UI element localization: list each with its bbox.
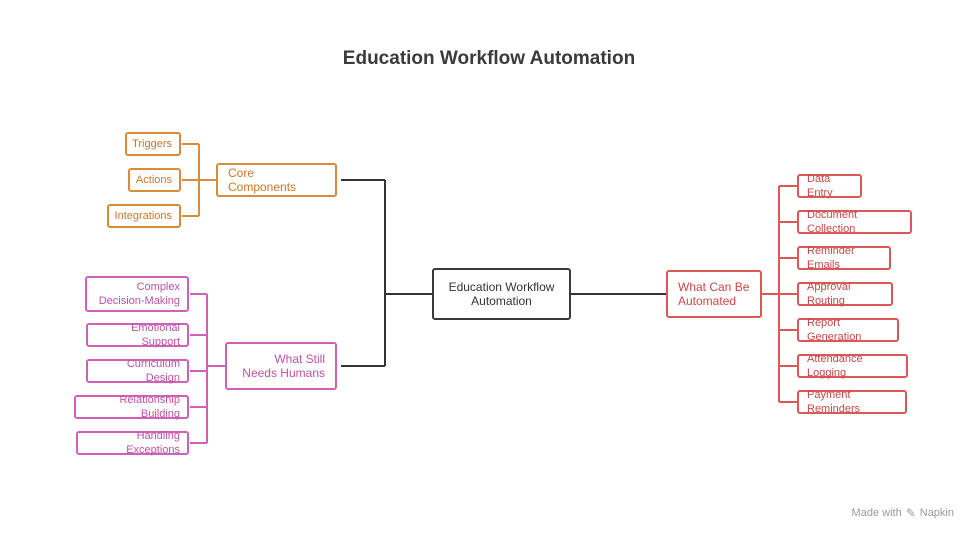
leaf-actions[interactable]: Actions: [128, 168, 181, 192]
leaf-label: Relationship Building: [119, 394, 180, 420]
leaf-integrations[interactable]: Integrations: [107, 204, 181, 228]
leaf-complex-decision-making[interactable]: Complex Decision-Making: [85, 276, 189, 312]
leaf-label: Emotional Support: [131, 322, 180, 348]
branch-can-be-automated[interactable]: What Can Be Automated: [666, 270, 762, 318]
leaf-label: Payment Reminders: [807, 389, 861, 415]
leaf-label: Approval Routing: [807, 281, 851, 307]
leaf-label: Actions: [135, 174, 172, 186]
branch-still-needs-humans-label: What Still Needs Humans: [242, 352, 325, 380]
leaf-label: Handling Exceptions: [126, 430, 180, 456]
connector-center-left: [341, 179, 432, 367]
leaf-triggers[interactable]: Triggers: [125, 132, 181, 156]
napkin-logo-icon: ✎: [905, 506, 916, 520]
watermark-text: Made with: [851, 507, 902, 519]
branch-core-components-label: Core Components: [228, 166, 297, 194]
leaf-label: Reminder Emails: [807, 245, 855, 271]
leaf-relationship-building[interactable]: Relationship Building: [74, 394, 189, 420]
branch-core-components[interactable]: Core Components: [216, 163, 337, 197]
leaf-attendance-logging[interactable]: Attendance Logging: [797, 353, 908, 379]
leaf-label: Report Generation: [807, 317, 862, 343]
leaf-reminder-emails[interactable]: Reminder Emails: [797, 245, 891, 271]
connector-still-needs-humans: [190, 293, 225, 444]
leaf-label: Triggers: [132, 138, 172, 150]
napkin-watermark[interactable]: Made with ✎ Napkin: [852, 506, 954, 520]
leaf-label: Data Entry: [807, 173, 833, 199]
leaf-label: Attendance Logging: [807, 353, 863, 379]
leaf-emotional-support[interactable]: Emotional Support: [86, 322, 189, 348]
leaf-label: Integrations: [114, 210, 172, 222]
connector-can-be-automated: [762, 185, 797, 403]
leaf-approval-routing[interactable]: Approval Routing: [797, 281, 893, 307]
leaf-label: Curriculum Design: [126, 358, 180, 384]
leaf-label: Complex Decision-Making: [98, 281, 180, 307]
diagram-title: Education Workflow Automation: [342, 48, 636, 69]
leaf-data-entry[interactable]: Data Entry: [797, 173, 862, 199]
leaf-label: Document Collection: [807, 209, 858, 235]
watermark-brand: Napkin: [919, 507, 954, 519]
leaf-handling-exceptions[interactable]: Handling Exceptions: [76, 430, 189, 456]
connector-core-components: [182, 143, 216, 217]
center-node-label: Education Workflow Automation: [448, 280, 555, 308]
leaf-report-generation[interactable]: Report Generation: [797, 317, 899, 343]
center-node[interactable]: Education Workflow Automation: [432, 268, 571, 320]
branch-still-needs-humans[interactable]: What Still Needs Humans: [225, 342, 337, 390]
leaf-payment-reminders[interactable]: Payment Reminders: [797, 389, 907, 415]
leaf-document-collection[interactable]: Document Collection: [797, 209, 912, 235]
leaf-curriculum-design[interactable]: Curriculum Design: [86, 358, 189, 384]
branch-can-be-automated-label: What Can Be Automated: [678, 280, 750, 308]
